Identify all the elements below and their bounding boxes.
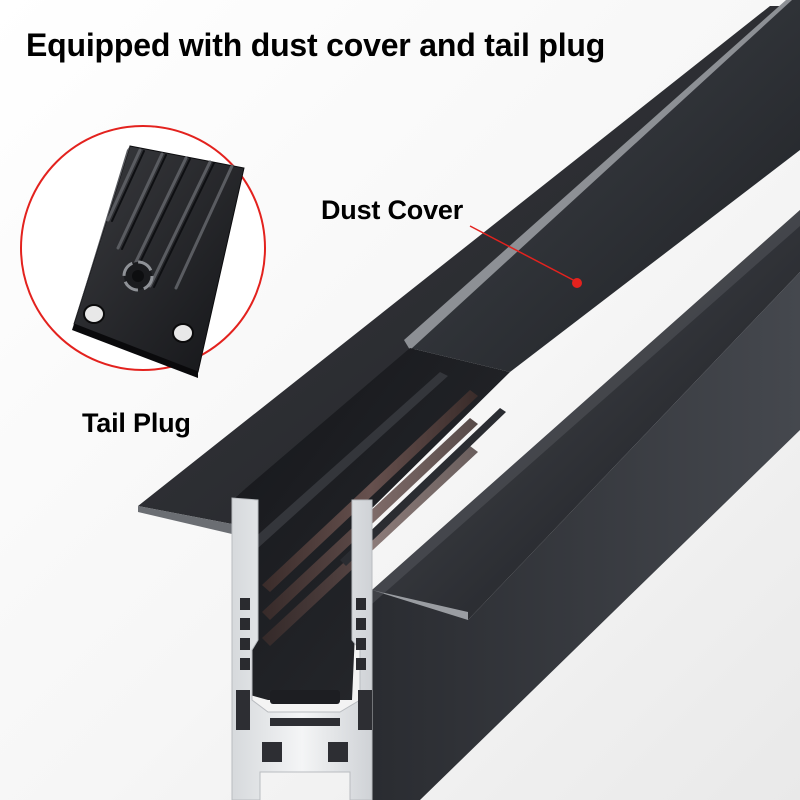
page-headline: Equipped with dust cover and tail plug bbox=[26, 27, 606, 63]
dust-cover-callout bbox=[469, 225, 582, 288]
tail-plug-icon bbox=[72, 145, 245, 378]
magnetic-track-profile bbox=[138, 0, 800, 800]
dust-cover-pointer-line bbox=[469, 225, 578, 283]
tail-plug-callout bbox=[20, 125, 266, 378]
dust-cover-label: Dust Cover bbox=[321, 195, 464, 225]
channel-right-wall bbox=[372, 272, 800, 800]
profile-end-face bbox=[231, 497, 373, 800]
tail-plug-label: Tail Plug bbox=[82, 408, 191, 438]
pointer-dot-icon bbox=[572, 278, 582, 288]
dust-cover bbox=[410, 0, 800, 372]
